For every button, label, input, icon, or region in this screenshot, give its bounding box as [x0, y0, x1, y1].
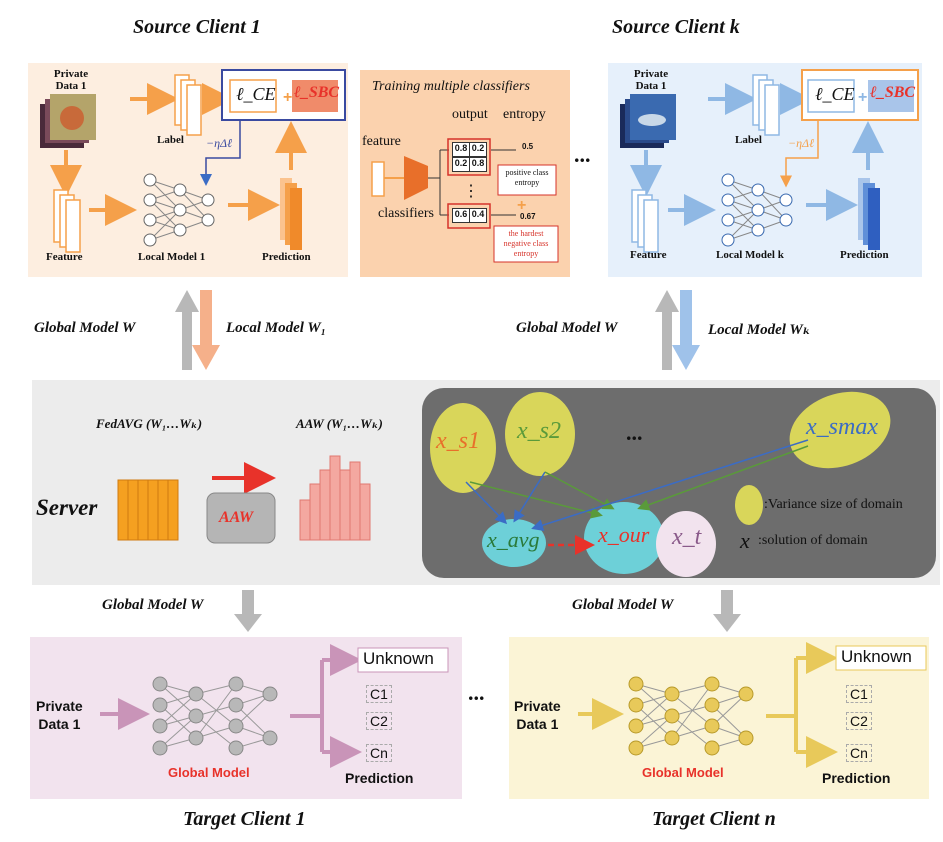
global-model-down-right-label: Global Model W	[572, 597, 674, 613]
global-model-up-left-label: Global Model W	[34, 320, 136, 336]
sourcek-feature-caption: Feature	[630, 249, 667, 261]
fedavg-label: FedAVG (W₁…Wₖ)	[96, 416, 203, 431]
aaw-label: AAW (W₁…Wₖ)	[296, 416, 383, 431]
legend-solution-symbol: x	[740, 528, 750, 553]
domain-avg-label: x_avg	[487, 527, 540, 552]
domain-smax	[789, 391, 891, 469]
aaw-box-label: AAW	[219, 509, 254, 526]
local-model-left-label: Local Model W₁	[226, 320, 326, 336]
sourcek-loss-ce: ℓ_CE	[815, 84, 855, 104]
local-model-right-label: Local Model Wₖ	[708, 322, 811, 338]
domain-smax-label: x_smax	[806, 414, 878, 440]
targetn-prediction-caption: Prediction	[822, 770, 891, 786]
targetn-unknown-output: Unknown	[841, 647, 912, 666]
negative-entropy-note: the hardest negative class entropy	[503, 229, 549, 258]
output-cell: 0.8	[469, 157, 487, 172]
domain-s1	[430, 403, 496, 493]
svg-text:+: +	[517, 197, 526, 214]
domain-t-label: x_t	[672, 524, 702, 550]
targetn-class-c2: C2	[846, 712, 872, 730]
domain-our-label: x_our	[598, 522, 650, 547]
domain-s1-label: x_s1	[436, 428, 480, 454]
title-source-client-1: Source Client 1	[133, 16, 261, 38]
entropy-value-1: 0.5	[522, 142, 534, 151]
domain-our	[584, 502, 664, 574]
legend-variance-swatch	[735, 485, 763, 525]
source1-feature-caption: Feature	[46, 251, 83, 263]
positive-entropy-note: positive class entropy	[505, 168, 549, 187]
source1-gradient: −ηΔℓ	[206, 136, 233, 150]
output-cell: 0.4	[469, 208, 487, 223]
global-model-down-left-label: Global Model W	[102, 597, 204, 613]
domain-t	[656, 511, 716, 577]
output-cell: 0.8	[452, 142, 470, 157]
sourcek-private-data-label: Private Data 1	[633, 68, 669, 92]
source1-loss-ce: ℓ_CE	[236, 84, 276, 104]
source1-loss-sbc: ℓ_SBC	[294, 84, 340, 101]
title-target-client-1: Target Client 1	[183, 808, 306, 830]
classifier-classifiers-label: classifiers	[378, 206, 434, 221]
targetn-global-model-caption: Global Model	[642, 765, 724, 780]
server-label: Server	[36, 495, 98, 520]
source1-local-model-caption: Local Model 1	[138, 251, 206, 263]
target1-class-cn: Cn	[366, 744, 392, 762]
legend-variance-label: :Variance size of domain	[764, 497, 903, 512]
sourcek-gradient: −ηΔℓ	[788, 136, 815, 150]
classifier-feature-label: feature	[362, 134, 401, 149]
source1-prediction-caption: Prediction	[262, 251, 311, 263]
clients-ellipsis-bottom: ...	[468, 680, 485, 705]
output-cell: 0.6	[452, 208, 470, 223]
target1-prediction-caption: Prediction	[345, 770, 414, 786]
target1-private-data-label: Private Data 1	[36, 698, 83, 732]
source1-private-data-label: Private Data 1	[53, 68, 89, 92]
sourcek-prediction-caption: Prediction	[840, 249, 889, 261]
output-cell: 0.2	[469, 142, 487, 157]
entropy-value-2: 0.67	[520, 212, 536, 221]
target1-class-c1: C1	[366, 685, 392, 703]
sourcek-label-caption: Label	[735, 134, 762, 146]
svg-text:+: +	[283, 89, 292, 106]
svg-text:⋮: ⋮	[463, 183, 479, 200]
targetn-class-cn: Cn	[846, 744, 872, 762]
domains-ellipsis: ...	[626, 420, 643, 445]
output-cell: 0.2	[452, 157, 470, 172]
target1-class-c2: C2	[366, 712, 392, 730]
classifier-output-label: output	[452, 107, 488, 122]
domain-s2-label: x_s2	[517, 418, 561, 444]
source1-label-caption: Label	[157, 134, 184, 146]
target1-unknown-output: Unknown	[363, 649, 434, 668]
domain-s2	[505, 392, 575, 476]
title-source-client-k: Source Client k	[612, 16, 740, 38]
classifier-panel-title: Training multiple classifiers	[372, 79, 530, 94]
legend-solution-label: :solution of domain	[758, 533, 868, 548]
targetn-private-data-label: Private Data 1	[514, 698, 561, 732]
title-target-client-n: Target Client n	[652, 808, 776, 830]
targetn-class-c1: C1	[846, 685, 872, 703]
global-model-up-right-label: Global Model W	[516, 320, 618, 336]
clients-ellipsis-top: ...	[574, 142, 591, 167]
svg-text:+: +	[858, 89, 867, 106]
sourcek-loss-sbc: ℓ_SBC	[870, 84, 916, 101]
classifier-entropy-label: entropy	[503, 107, 546, 122]
target1-global-model-caption: Global Model	[168, 765, 250, 780]
sourcek-local-model-caption: Local Model k	[716, 249, 784, 261]
domain-avg	[482, 519, 546, 567]
